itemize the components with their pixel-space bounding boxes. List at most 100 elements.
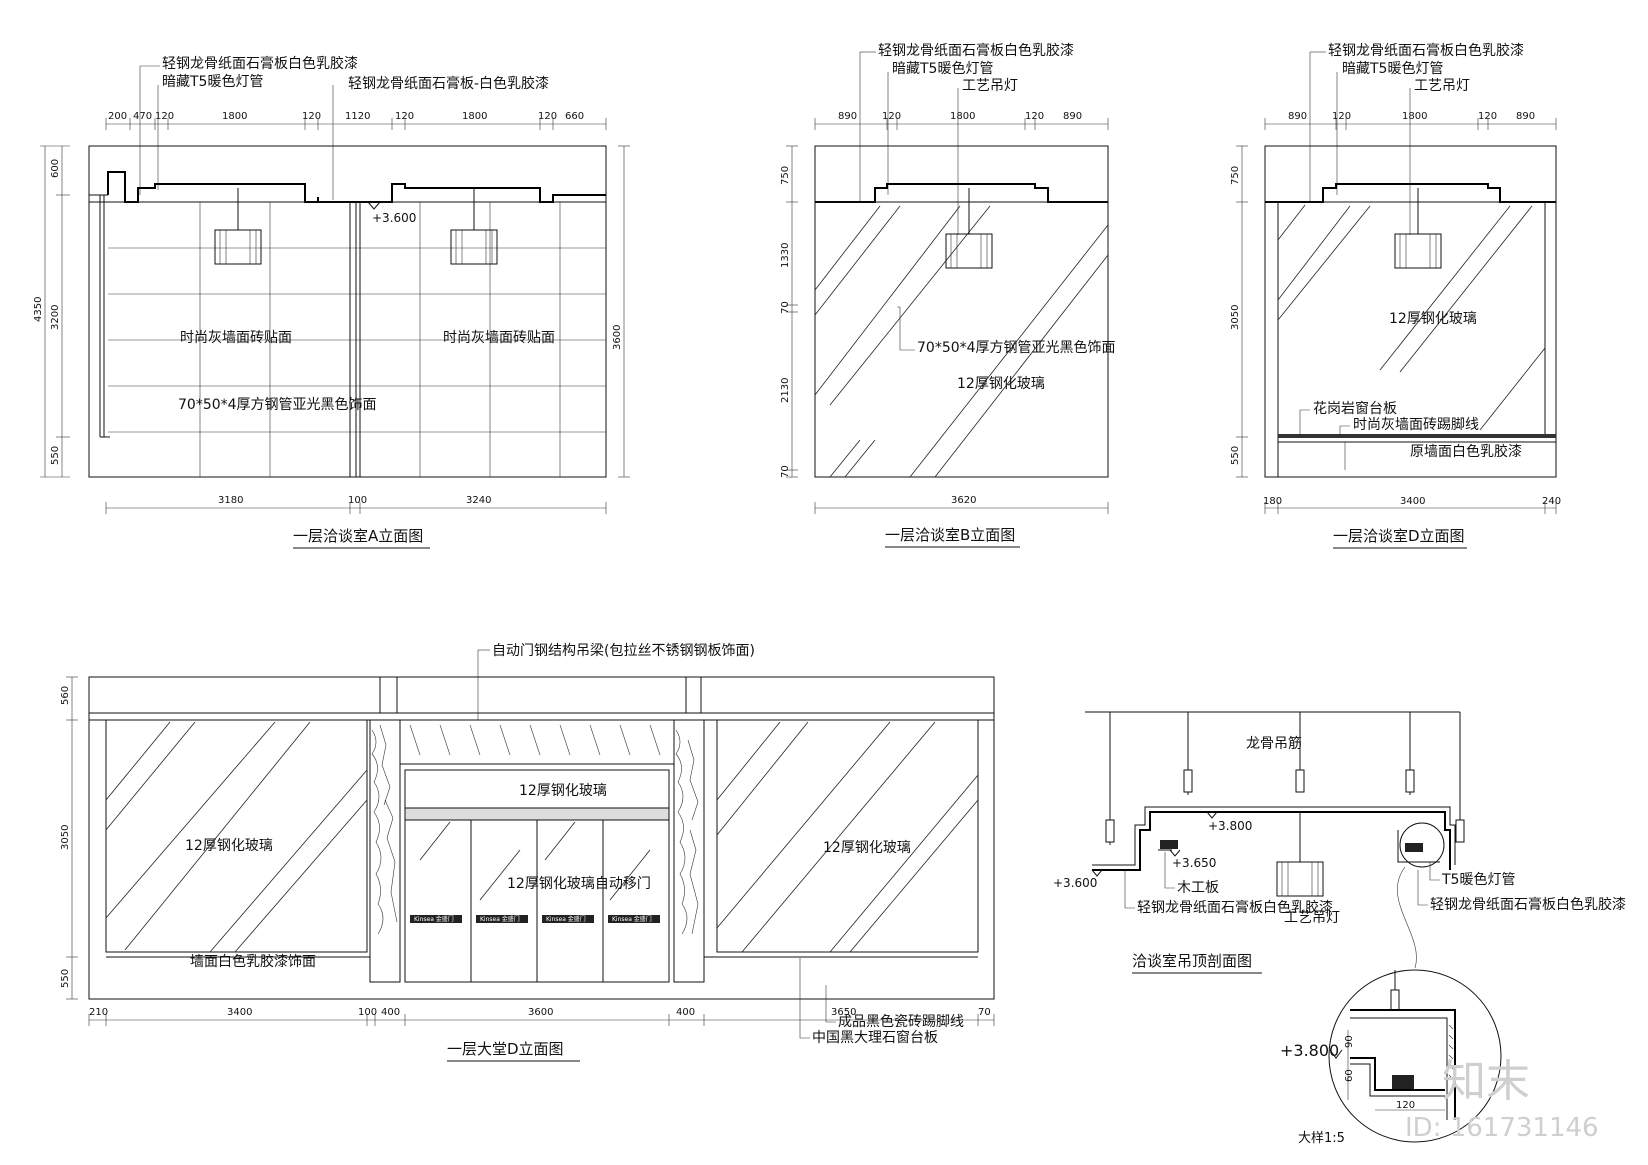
sill-lobby: 中国黑大理石窗台板 — [812, 1029, 938, 1046]
note-d-lamp: 暗藏T5暖色灯管 — [1342, 60, 1443, 77]
dim-d-top-1: 890 — [1288, 111, 1307, 122]
title-section: 洽谈室吊顶剖面图 — [1132, 952, 1252, 970]
note-a-ceiling-2: 轻钢龙骨纸面石膏板-白色乳胶漆 — [348, 75, 549, 92]
ceiling-section: 龙骨吊筋 +3.800 +3.650 +3.600 木工板 轻钢龙骨纸面石膏板白… — [1053, 711, 1626, 974]
dim-d-top-4: 120 — [1478, 111, 1497, 122]
beam-lobby: 自动门钢结构吊梁(包拉丝不锈钢钢板饰面) — [492, 643, 755, 659]
dim-a-left-1: 600 — [50, 159, 61, 178]
dim-a-top-8: 1800 — [462, 111, 487, 122]
glass-lobby-top: 12厚钢化玻璃 — [519, 782, 607, 799]
glass-b: 12厚钢化玻璃 — [957, 375, 1045, 392]
dim-d-left-1: 750 — [1230, 166, 1241, 185]
elevation-b: 890 120 1800 120 890 轻钢龙骨纸面石膏板白色乳胶漆 暗藏T5… — [780, 42, 1116, 548]
dim-d-left-3: 550 — [1230, 446, 1241, 465]
dim-d-bottom-2: 3400 — [1400, 496, 1425, 507]
title-d: 一层洽谈室D立面图 — [1333, 527, 1465, 545]
dim-lobby-bottom-7: 3650 — [831, 1007, 856, 1018]
dim-b-left-2: 1330 — [780, 243, 791, 268]
elev-a: +3.600 — [372, 211, 416, 225]
wall-d: 原墙面白色乳胶漆 — [1410, 443, 1522, 460]
dim-a-top-5: 120 — [302, 111, 321, 122]
dim-b-top-3: 1800 — [950, 111, 975, 122]
dim-detail-1: 90 — [1344, 1035, 1355, 1048]
watermark-id: ID: 161731146 — [1405, 1113, 1599, 1143]
hanger-section: 龙骨吊筋 — [1246, 735, 1302, 752]
elevation-a: 200 470 120 1800 120 1120 120 1800 120 6… — [33, 55, 630, 549]
logo-lobby-3: Kinsea 金盛门 — [546, 915, 586, 923]
dim-b-left-5: 70 — [780, 465, 791, 478]
ceiling-right-section: 轻钢龙骨纸面石膏板白色乳胶漆 — [1430, 896, 1626, 913]
dim-b-top-4: 120 — [1025, 111, 1044, 122]
elevation-lobby: 自动门钢结构吊梁(包拉丝不锈钢钢板饰面) 12厚钢化玻璃 墙面白色乳胶漆饰面 — [60, 643, 995, 1062]
watermark-brand: 知末 — [1442, 1056, 1530, 1107]
dim-a-right: 3600 — [612, 325, 623, 350]
dim-d-top-2: 120 — [1332, 111, 1351, 122]
pendant-section: 工艺吊灯 — [1284, 910, 1340, 926]
dim-lobby-bottom-4: 400 — [381, 1007, 400, 1018]
dim-a-top-4: 1800 — [222, 111, 247, 122]
dim-a-left-3: 550 — [50, 446, 61, 465]
frame-b: 70*50*4厚方钢管亚光黑色饰面 — [917, 339, 1116, 356]
dim-a-top-10: 660 — [565, 111, 584, 122]
lamp-section: T5暖色灯管 — [1441, 871, 1515, 888]
dim-lobby-left-2: 3050 — [60, 825, 71, 850]
door-lobby: 12厚钢化玻璃自动移门 — [507, 875, 651, 892]
wall-lobby: 墙面白色乳胶漆饰面 — [190, 953, 316, 970]
dim-b-top-2: 120 — [882, 111, 901, 122]
note-b-lamp: 暗藏T5暖色灯管 — [892, 60, 993, 77]
scale-detail: 大样1:5 — [1298, 1131, 1345, 1146]
dim-d-top-5: 890 — [1516, 111, 1535, 122]
dim-lobby-bottom-8: 70 — [978, 1007, 991, 1018]
dim-d-left-2: 3050 — [1230, 305, 1241, 330]
dim-d-bottom-3: 240 — [1542, 496, 1561, 507]
dim-b-bottom: 3620 — [951, 495, 976, 506]
note-d-pendant: 工艺吊灯 — [1414, 78, 1470, 94]
dim-b-left-3: 70 — [780, 301, 791, 314]
title-lobby: 一层大堂D立面图 — [447, 1040, 564, 1058]
dim-a-bottom-3: 3240 — [466, 495, 491, 506]
ceiling-detail: +3.800 90 60 120 大样1:5 — [1280, 969, 1502, 1146]
sill-d: 花岗岩窗台板 — [1313, 400, 1397, 417]
dim-b-left-4: 2130 — [780, 378, 791, 403]
skirting-lobby: 成品黑色瓷砖踢脚线 — [838, 1013, 964, 1030]
glass-d: 12厚钢化玻璃 — [1389, 310, 1477, 327]
elev-section-2: +3.650 — [1172, 856, 1216, 870]
logo-lobby-4: Kinsea 金盛门 — [612, 915, 652, 923]
note-d-ceiling: 轻钢龙骨纸面石膏板白色乳胶漆 — [1328, 42, 1524, 59]
dim-lobby-bottom-5: 3600 — [528, 1007, 553, 1018]
title-a: 一层洽谈室A立面图 — [293, 527, 423, 545]
wall-a-left: 时尚灰墙面砖贴面 — [180, 330, 292, 346]
elevation-d: 890 120 1800 120 890 轻钢龙骨纸面石膏板白色乳胶漆 暗藏T5… — [1230, 42, 1561, 549]
dim-detail-2: 60 — [1344, 1069, 1355, 1082]
note-b-ceiling: 轻钢龙骨纸面石膏板白色乳胶漆 — [878, 42, 1074, 59]
dim-lobby-bottom-3: 100 — [358, 1007, 377, 1018]
dim-b-top-1: 890 — [838, 111, 857, 122]
glass-lobby-right: 12厚钢化玻璃 — [823, 839, 911, 856]
board-section: 木工板 — [1177, 880, 1219, 896]
dim-b-left-1: 750 — [780, 166, 791, 185]
dim-lobby-bottom-1: 210 — [89, 1007, 108, 1018]
door-a-frame: 70*50*4厚方钢管亚光黑色饰面 — [178, 396, 377, 413]
elev-detail: +3.800 — [1280, 1041, 1339, 1060]
note-a-lamp: 暗藏T5暖色灯管 — [162, 73, 263, 90]
logo-lobby-2: Kinsea 金盛门 — [480, 915, 520, 923]
dim-a-left-total: 4350 — [33, 297, 44, 322]
note-b-pendant: 工艺吊灯 — [962, 78, 1018, 94]
dim-a-top-3: 120 — [155, 111, 174, 122]
dim-b-top-5: 890 — [1063, 111, 1082, 122]
dim-lobby-bottom-2: 3400 — [227, 1007, 252, 1018]
skirting-d: 时尚灰墙面砖踢脚线 — [1353, 417, 1479, 433]
dim-d-top-3: 1800 — [1402, 111, 1427, 122]
dim-a-top-9: 120 — [538, 111, 557, 122]
elev-section-3: +3.600 — [1053, 876, 1097, 890]
dim-a-top-7: 120 — [395, 111, 414, 122]
dim-a-top-6: 1120 — [345, 111, 370, 122]
dim-detail-3: 120 — [1396, 1100, 1415, 1111]
dim-d-bottom-1: 180 — [1263, 496, 1282, 507]
dim-a-top-2: 470 — [133, 111, 152, 122]
elev-section-1: +3.800 — [1208, 819, 1252, 833]
dim-lobby-left-3: 550 — [60, 969, 71, 988]
dim-lobby-bottom-6: 400 — [676, 1007, 695, 1018]
dim-a-bottom-1: 3180 — [218, 495, 243, 506]
